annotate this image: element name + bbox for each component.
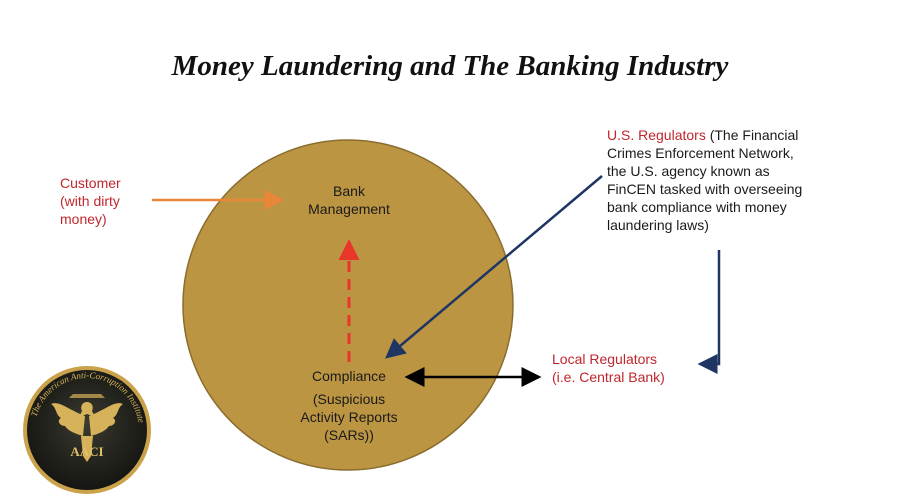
compliance-label: Compliance <box>312 368 386 384</box>
us-regulators-first-line-rest: (The Financial <box>705 127 799 143</box>
local-regulators-label: Local Regulators (i.e. Central Bank) <box>552 350 665 386</box>
customer-label: Customer (with dirty money) <box>60 174 121 228</box>
eagle-icon <box>51 394 123 462</box>
sars-label: (Suspicious Activity Reports (SARs)) <box>285 390 413 444</box>
sars-line: Activity Reports <box>300 409 398 425</box>
bank-management-line: Bank <box>333 183 365 199</box>
us-regulators-first-line: U.S. Regulators (The Financial <box>607 126 837 144</box>
aaci-logo: The American Anti-Corruption Institute A… <box>23 366 151 494</box>
us-regulators-line: laundering laws) <box>607 217 709 233</box>
elbow-arrow <box>697 250 721 374</box>
local-regulators-line: Local Regulators <box>552 351 658 367</box>
us-regulators-line: Crimes Enforcement Network, <box>607 145 794 161</box>
bank-management-line: Management <box>308 201 390 217</box>
us-regulators-line: FinCEN tasked with overseeing <box>607 181 803 197</box>
sars-line: (SARs)) <box>324 427 374 443</box>
bank-management-label: Bank Management <box>290 182 408 218</box>
us-regulators-label: U.S. Regulators (The Financial Crimes En… <box>607 126 837 234</box>
us-regulators-line: the U.S. agency known as <box>607 163 770 179</box>
us-regulators-line: bank compliance with money <box>607 199 787 215</box>
logo-initials: AACI <box>70 444 103 459</box>
us-regulators-arrow <box>385 175 603 359</box>
local-regulators-line: (i.e. Central Bank) <box>552 369 665 385</box>
customer-line: Customer <box>60 175 121 191</box>
customer-line: (with dirty <box>60 193 120 209</box>
logo-disc <box>27 370 147 490</box>
customer-line: money) <box>60 211 107 227</box>
us-regulators-name: U.S. Regulators <box>607 127 706 143</box>
page-title: Money Laundering and The Banking Industr… <box>171 50 729 82</box>
sars-line: (Suspicious <box>312 391 386 407</box>
